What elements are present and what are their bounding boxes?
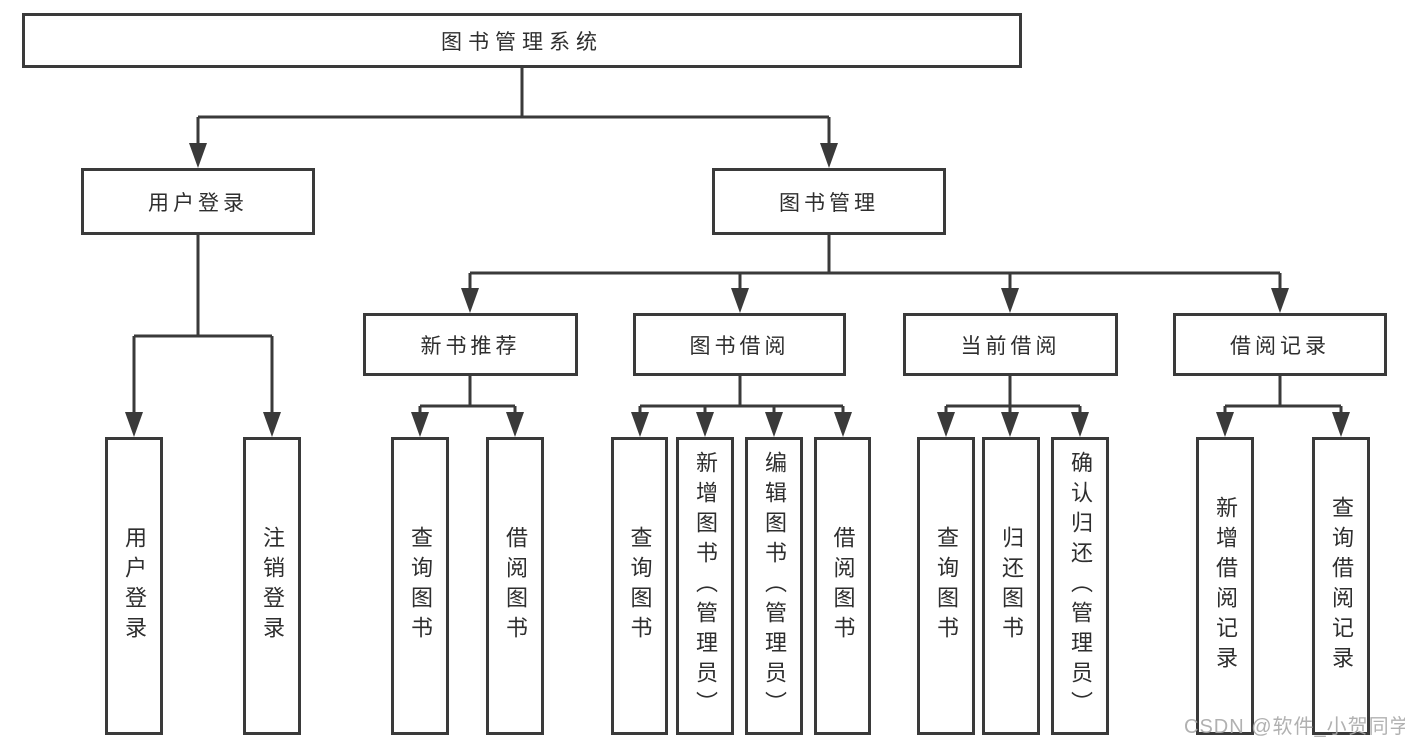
leaf-borrow-books-borrowing: 借阅图书 [814, 437, 871, 735]
arrowheads [125, 143, 1350, 437]
node-user-login: 用户登录 [81, 168, 315, 235]
leaf-query-books-current: 查询图书 [917, 437, 975, 735]
leaf-add-books-admin: 新增图书（管理员） [676, 437, 734, 735]
leaf-add-borrow-record: 新增借阅记录 [1196, 437, 1254, 735]
leaf-logout: 注销登录 [243, 437, 301, 735]
leaf-query-books-borrowing: 查询图书 [611, 437, 668, 735]
leaf-borrow-books-recommend: 借阅图书 [486, 437, 544, 735]
node-book-borrowing: 图书借阅 [633, 313, 846, 376]
node-borrowing-records: 借阅记录 [1173, 313, 1387, 376]
leaf-confirm-return-admin: 确认归还（管理员） [1051, 437, 1109, 735]
node-library-management-system: 图书管理系统 [22, 13, 1022, 68]
leaf-query-books-recommend: 查询图书 [391, 437, 449, 735]
leaf-edit-books-admin: 编辑图书（管理员） [745, 437, 803, 735]
leaf-return-books: 归还图书 [982, 437, 1040, 735]
node-book-management: 图书管理 [712, 168, 946, 235]
leaf-query-borrow-record: 查询借阅记录 [1312, 437, 1370, 735]
watermark: CSDN @软件_小贺同学 [1184, 716, 1405, 738]
leaf-user-login: 用户登录 [105, 437, 163, 735]
node-current-borrowing: 当前借阅 [903, 313, 1118, 376]
node-new-book-recommendation: 新书推荐 [363, 313, 578, 376]
